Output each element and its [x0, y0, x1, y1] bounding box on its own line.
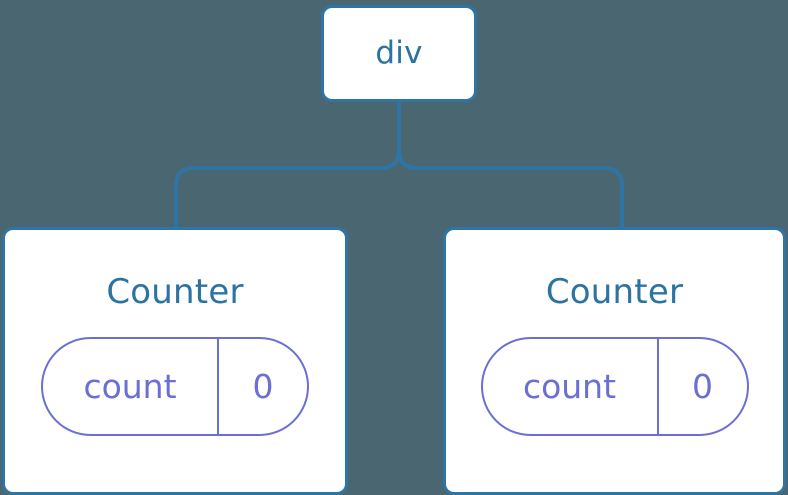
- root-node-label: div: [375, 35, 423, 71]
- state-pill-count-1[interactable]: count 0: [480, 337, 749, 436]
- node-counter-1[interactable]: Counter count 0: [443, 227, 786, 495]
- state-value-label: 0: [692, 367, 713, 406]
- state-value-cell: 0: [659, 339, 747, 434]
- state-pill-count-0[interactable]: count 0: [41, 337, 309, 436]
- state-key-label: count: [83, 367, 177, 406]
- component-title: Counter: [545, 272, 684, 312]
- state-key-cell: count: [483, 339, 659, 434]
- component-title: Counter: [106, 272, 244, 312]
- node-counter-0[interactable]: Counter count 0: [2, 227, 348, 495]
- state-value-cell: 0: [219, 339, 307, 434]
- state-key-cell: count: [43, 339, 219, 434]
- edge-root-to-child-1: [397, 102, 624, 229]
- state-key-label: count: [522, 367, 617, 406]
- edge-root-to-child-0: [174, 102, 401, 229]
- state-value-label: 0: [252, 367, 274, 406]
- node-root-div[interactable]: div: [321, 5, 477, 102]
